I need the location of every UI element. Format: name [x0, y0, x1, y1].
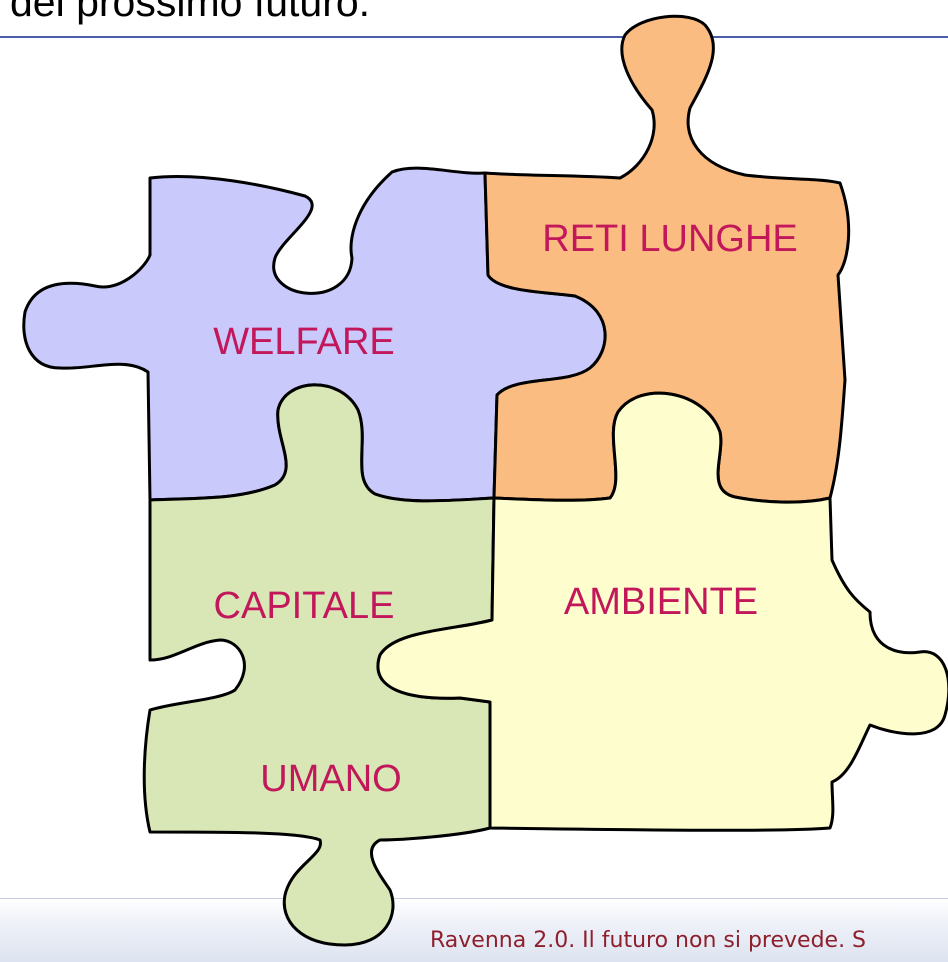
label-capitale: CAPITALE [214, 585, 395, 627]
slide-title: del prossimo futuro. [10, 0, 371, 25]
label-ambiente: AMBIENTE [564, 581, 758, 623]
footer-caption: Ravenna 2.0. Il futuro non si prevede. S [430, 928, 867, 953]
title-divider [0, 36, 948, 38]
puzzle-piece-reti-lunghe [483, 14, 851, 504]
label-reti-lunghe: RETI LUNGHE [542, 218, 797, 260]
label-welfare: WELFARE [213, 321, 395, 363]
puzzle-piece-capitale-umano [142, 383, 496, 947]
label-umano: UMANO [260, 758, 401, 800]
puzzle-piece-ambiente [376, 391, 948, 832]
footer-band [0, 898, 948, 962]
